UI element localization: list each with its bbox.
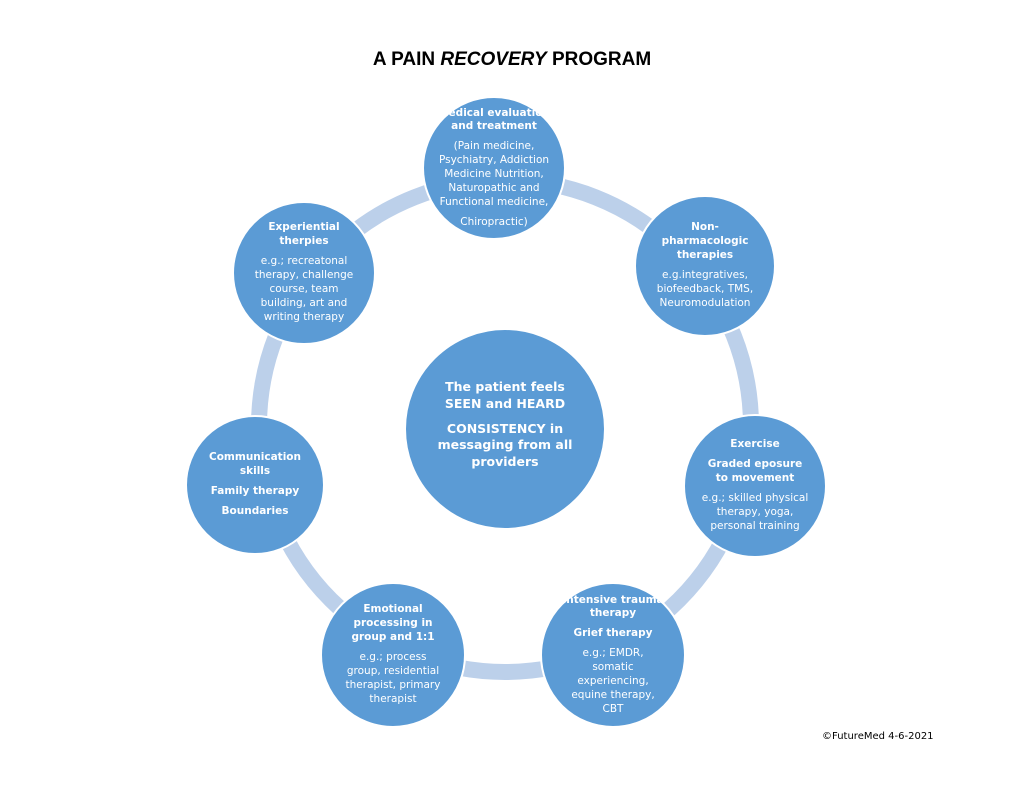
title-prefix: A PAIN xyxy=(372,49,441,70)
communication-heading: Communication skills xyxy=(209,451,301,478)
center-node: The patient feels SEEN and HEARD CONSIST… xyxy=(404,328,606,530)
trauma-grief-therapy: Grief therapy xyxy=(573,627,653,640)
node-exercise: Exercise Graded eposure to movement e.g.… xyxy=(683,414,827,558)
node-non-pharmacologic: Non-pharmacologic therapies e.g.integrat… xyxy=(634,195,776,337)
experiential-detail: e.g.; recreatonal therapy, challenge cou… xyxy=(254,255,354,323)
node-communication-skills: Communication skills Family therapy Boun… xyxy=(185,415,325,555)
exercise-detail: e.g.; skilled physical therapy, yoga, pe… xyxy=(701,492,809,532)
trauma-detail: e.g.; EMDR, somatic experiencing, equine… xyxy=(571,647,655,715)
title-emphasis: RECOVERY xyxy=(440,49,547,70)
emotional-detail: e.g.; process group, residential therapi… xyxy=(345,651,441,705)
nonpharm-detail: e.g.integratives, biofeedback, TMS, Neur… xyxy=(656,269,754,309)
medical-detail: (Pain medicine, Psychiatry, Addiction Me… xyxy=(438,140,550,208)
experiential-heading: Experiential therpies xyxy=(268,221,340,248)
node-medical-evaluation: Medical evaluation and treatment (Pain m… xyxy=(422,96,566,240)
copyright-notice: ©FutureMed 4-6-2021 xyxy=(822,731,934,742)
node-experiential-therapies: Experiential therpies e.g.; recreatonal … xyxy=(232,201,376,345)
emotional-heading: Emotional processing in group and 1:1 xyxy=(351,603,435,644)
title-suffix: PROGRAM xyxy=(546,49,652,70)
node-emotional-processing: Emotional processing in group and 1:1 e.… xyxy=(320,582,466,728)
center-line-consistency: CONSISTENCY in messaging from all provid… xyxy=(437,420,573,470)
page-title: A PAIN RECOVERY PROGRAM xyxy=(0,49,1024,71)
medical-heading: Medical evaluation and treatment xyxy=(438,106,550,133)
node-intensive-trauma: Intensive trauma therapy Grief therapy e… xyxy=(540,582,686,728)
communication-family-therapy: Family therapy xyxy=(210,485,300,497)
exercise-heading: Exercise xyxy=(730,438,780,451)
exercise-graded-exposure: Graded eposure to movement xyxy=(707,458,803,485)
nonpharm-heading: Non-pharmacologic therapies xyxy=(661,221,749,262)
medical-detail-chiropractic: Chiropractic) xyxy=(460,215,528,228)
communication-boundaries: Boundaries xyxy=(221,504,289,517)
trauma-heading: Intensive trauma therapy xyxy=(562,593,664,620)
center-line-seen-heard: The patient feels SEEN and HEARD xyxy=(444,378,566,411)
